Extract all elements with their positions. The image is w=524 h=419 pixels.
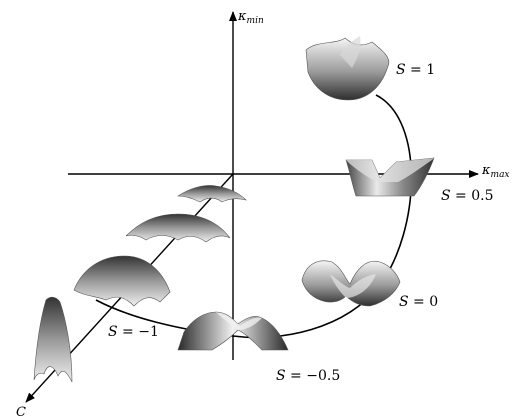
surface-dome-small	[177, 185, 247, 203]
surface-dome-mid	[125, 213, 231, 243]
label-s0: S = 0	[399, 294, 438, 310]
label-sm1: S = −1	[108, 324, 159, 340]
surface-s05-trough	[345, 157, 435, 197]
label-s05: S = 0.5	[441, 188, 494, 204]
label-sm05: S = −0.5	[276, 368, 340, 384]
label-s1: S = 1	[396, 62, 435, 78]
surface-spike	[33, 296, 73, 383]
surface-s1-cup	[305, 36, 390, 101]
x-axis-label: κmax	[481, 163, 510, 180]
y-axis-label: κmin	[237, 9, 264, 26]
c-axis-label: C	[16, 405, 26, 419]
surface-sm1-cap	[73, 255, 171, 307]
surface-sm05-ridge	[177, 311, 289, 351]
surface-s0-saddle	[301, 260, 401, 307]
